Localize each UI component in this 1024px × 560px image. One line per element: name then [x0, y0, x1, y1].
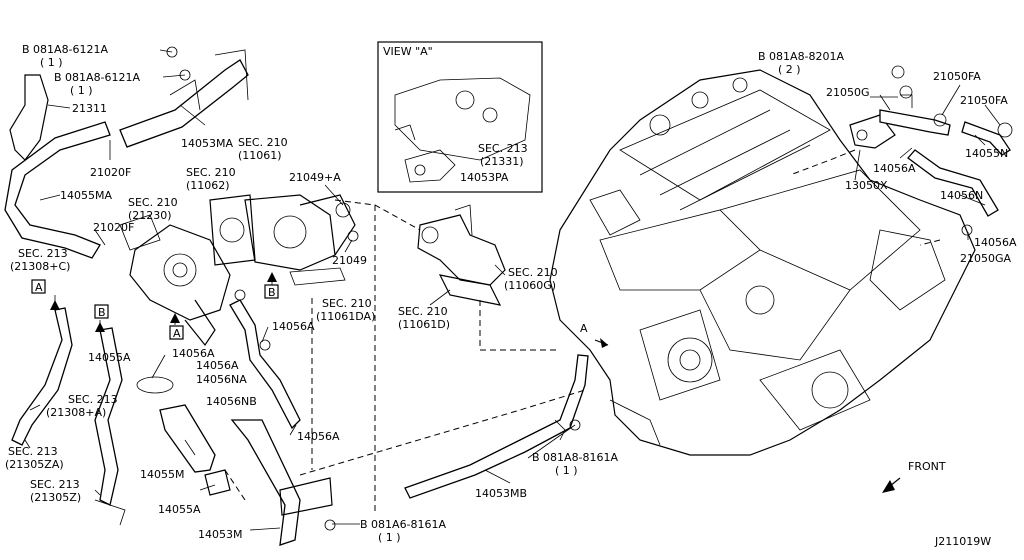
label-11061d: (11061D)	[398, 318, 450, 331]
bolt-label-1: B 081A8-6121A	[22, 43, 109, 56]
label-14056nb: 14056NB	[206, 395, 257, 408]
pipe-14053ma	[119, 49, 249, 148]
view-a-21331: (21331)	[480, 155, 524, 168]
ref-boxes	[31, 279, 279, 340]
label-sec210-21230: SEC. 210	[128, 196, 178, 209]
bracket-21311	[9, 74, 49, 161]
label-21049a: 21049+A	[289, 171, 341, 184]
label-11061da: (11061DA)	[316, 310, 375, 323]
label-14055m: 14055M	[140, 468, 184, 481]
view-a-title: VIEW "A"	[383, 45, 433, 58]
view-a-14053pa: 14053PA	[460, 171, 509, 184]
label-21020f-a: 21020F	[90, 166, 131, 179]
label-14053m: 14053M	[198, 528, 242, 541]
bracket-14053m	[279, 477, 333, 516]
label-14056a-4: 14056A	[297, 430, 340, 443]
engine-assembly	[549, 69, 976, 456]
label-11060g: (11060G)	[504, 279, 556, 292]
label-sec210-11060g: SEC. 210	[508, 266, 558, 279]
bolt-label-2: B 081A8-6121A	[54, 71, 141, 84]
label-14055a-2: 14055A	[158, 503, 201, 516]
label-21311: 21311	[72, 102, 107, 115]
bolts	[166, 46, 905, 531]
label-14056a-1: 14056A	[272, 320, 315, 333]
gasket-11061d	[438, 274, 502, 306]
bolt-qty-4: ( 1 )	[555, 464, 578, 477]
label-21050g: 21050G	[826, 86, 870, 99]
label-21305z: (21305Z)	[30, 491, 81, 504]
label-14056n: 14056N	[940, 189, 983, 202]
labels: B 081A8-6121A ( 1 ) B 081A8-6121A ( 1 ) …	[5, 43, 1017, 548]
bolt-qty-2: ( 1 )	[70, 84, 93, 97]
label-21020f-b: 21020F	[93, 221, 134, 234]
label-arrow-a: A	[580, 322, 588, 335]
label-21230: (21230)	[128, 209, 172, 222]
ref-box-b2: B	[268, 286, 276, 299]
ref-box-a2: A	[173, 327, 181, 340]
label-21308c: (21308+C)	[10, 260, 70, 273]
label-14056a-6: 14056A	[974, 236, 1017, 249]
bolt-qty-1: ( 1 )	[40, 56, 63, 69]
diagram-id: J211019W	[934, 535, 991, 548]
label-sec213-21308a: SEC. 213	[68, 393, 118, 406]
bolt-qty-3: ( 2 )	[778, 63, 801, 76]
label-14056a-5: 14056A	[873, 162, 916, 175]
view-a-sec213: SEC. 213	[478, 142, 528, 155]
bolt-label-5: B 081A6-8161A	[360, 518, 447, 531]
ref-box-a1: A	[35, 281, 43, 294]
bolt-label-4: B 081A8-8161A	[532, 451, 619, 464]
hose-14055m	[136, 376, 301, 546]
label-sec213-21305za: SEC. 213	[8, 445, 58, 458]
label-11061: (11061)	[238, 149, 282, 162]
hose-14056nb	[229, 289, 301, 430]
label-14055ma: 14055MA	[60, 189, 112, 202]
label-21050ga: 21050GA	[960, 252, 1012, 265]
label-21050fa-2: 21050FA	[960, 94, 1008, 107]
label-21308a: (21308+A)	[46, 406, 106, 419]
label-14055n: 14055N	[965, 147, 1008, 160]
label-14053ma: 14053MA	[181, 137, 233, 150]
label-sec210-11062: SEC. 210	[186, 166, 236, 179]
label-21305za: (21305ZA)	[5, 458, 64, 471]
label-11062: (11062)	[186, 179, 230, 192]
water-outlet-11060g	[417, 204, 506, 286]
heater-hoses-left	[11, 307, 126, 526]
label-14056a-2: 14056A	[172, 347, 215, 360]
label-21049: 21049	[332, 254, 367, 267]
hose-14055ma	[4, 121, 111, 259]
label-sec210-11061: SEC. 210	[238, 136, 288, 149]
label-14055a-1: 14055A	[88, 351, 131, 364]
gaskets	[209, 194, 359, 286]
label-14056na: 14056NA	[196, 373, 247, 386]
label-front: FRONT	[908, 460, 946, 473]
label-13050x: 13050X	[845, 179, 888, 192]
arrows	[50, 272, 901, 493]
view-a-inset	[377, 41, 543, 193]
ref-box-b1: B	[98, 306, 106, 319]
label-21050fa-1: 21050FA	[933, 70, 981, 83]
bolt-label-3: B 081A8-8201A	[758, 50, 845, 63]
label-14053mb: 14053MB	[475, 487, 527, 500]
label-sec213-21308c: SEC. 213	[18, 247, 68, 260]
bolt-qty-5: ( 1 )	[378, 531, 401, 544]
water-outlet-assembly	[119, 214, 231, 347]
label-sec210-11061da: SEC. 210	[322, 297, 372, 310]
label-leaders	[24, 49, 1001, 531]
pipe-14053mb	[404, 354, 589, 499]
right-pipes	[849, 85, 1013, 236]
label-14056a-3: 14056A	[196, 359, 239, 372]
dashed-leaders	[224, 149, 941, 515]
label-sec213-21305z: SEC. 213	[30, 478, 80, 491]
label-sec210-11061d: SEC. 210	[398, 305, 448, 318]
